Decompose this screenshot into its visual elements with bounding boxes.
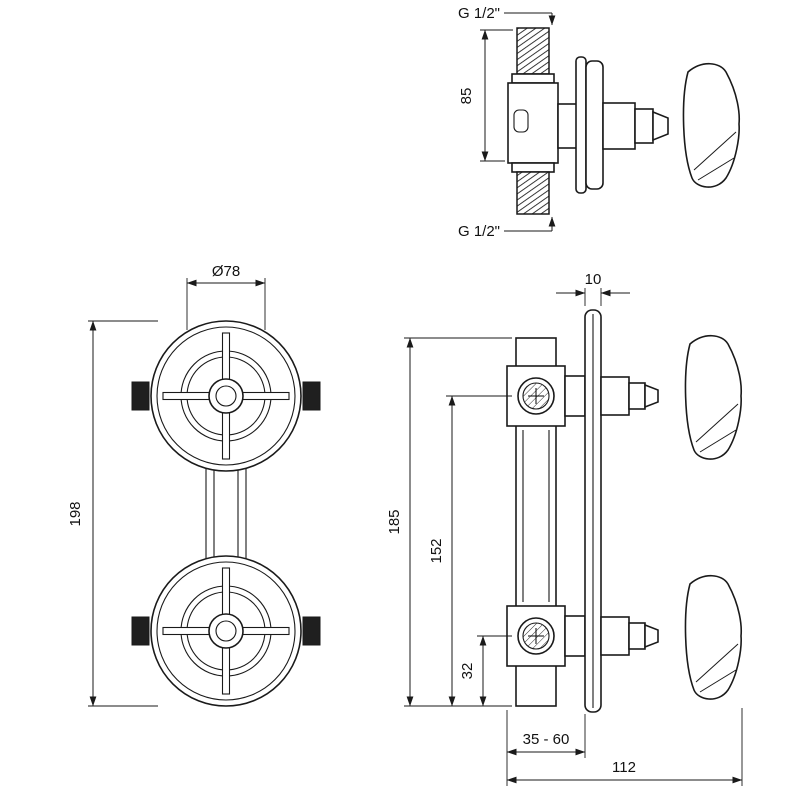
dim-d78: Ø78 bbox=[186, 263, 266, 330]
mounting-tab-left bbox=[131, 381, 150, 411]
port-housing-bottom bbox=[506, 605, 566, 667]
valve-stem bbox=[602, 102, 636, 150]
dim-35-60-label: 35 - 60 bbox=[523, 731, 570, 748]
dim-112: 112 bbox=[506, 708, 743, 786]
dim-112-label: 112 bbox=[612, 759, 636, 776]
collar-top bbox=[511, 73, 555, 84]
body-connector bbox=[205, 468, 247, 559]
dim-185-label: 185 bbox=[386, 509, 403, 534]
dim-85: 85 bbox=[458, 29, 513, 162]
threaded-pipe-bottom bbox=[516, 171, 550, 215]
dim-152-label: 152 bbox=[428, 538, 445, 563]
dim-35-60: 35 - 60 bbox=[506, 710, 586, 786]
mounting-tab-right bbox=[302, 381, 321, 411]
thread-bottom-label: G 1/2" bbox=[458, 223, 500, 240]
neck-bottom bbox=[564, 615, 586, 657]
mounting-tab-left bbox=[131, 616, 150, 646]
body-slot-detail bbox=[513, 109, 529, 133]
dim-d78-label: Ø78 bbox=[212, 263, 240, 280]
dim-85-label: 85 bbox=[458, 88, 475, 105]
valve-body-side bbox=[507, 82, 559, 164]
thread-top-label: G 1/2" bbox=[458, 5, 500, 22]
view-front: Ø78 198 bbox=[67, 263, 321, 707]
dim-152: 152 bbox=[428, 395, 512, 707]
dim-10-label: 10 bbox=[585, 271, 602, 288]
dim-185: 185 bbox=[386, 337, 512, 707]
dim-32: 32 bbox=[459, 635, 512, 707]
stem-handle-bottom bbox=[600, 574, 743, 700]
handle-front-top bbox=[131, 320, 321, 472]
stem-cone bbox=[652, 110, 669, 142]
cross-handle-side bbox=[684, 574, 743, 700]
dim-32-label: 32 bbox=[459, 663, 476, 680]
port-bottom bbox=[517, 617, 555, 655]
dim-thread-top: G 1/2" bbox=[458, 5, 556, 26]
body-neck bbox=[557, 103, 579, 149]
dim-198-label: 198 bbox=[67, 501, 84, 526]
handle-front-bottom bbox=[131, 555, 321, 707]
dim-10: 10 bbox=[556, 271, 630, 306]
port-top bbox=[517, 377, 555, 415]
collar-bottom bbox=[511, 162, 555, 173]
threaded-pipe-top bbox=[516, 27, 550, 75]
neck-top bbox=[564, 375, 586, 417]
cross-handle-side bbox=[684, 334, 743, 460]
cross-handle-side bbox=[682, 62, 741, 188]
stem-adapter bbox=[634, 108, 654, 144]
view-top-side: G 1/2" 85 G 1/2" bbox=[458, 5, 741, 240]
stem-handle-top bbox=[600, 334, 743, 460]
view-side: 10 bbox=[386, 271, 743, 786]
wall-plate-back bbox=[585, 60, 604, 190]
dim-thread-bottom: G 1/2" bbox=[458, 216, 556, 240]
mounting-tab-right bbox=[302, 616, 321, 646]
dim-198: 198 bbox=[67, 320, 158, 707]
wall-plate-front bbox=[575, 56, 587, 194]
